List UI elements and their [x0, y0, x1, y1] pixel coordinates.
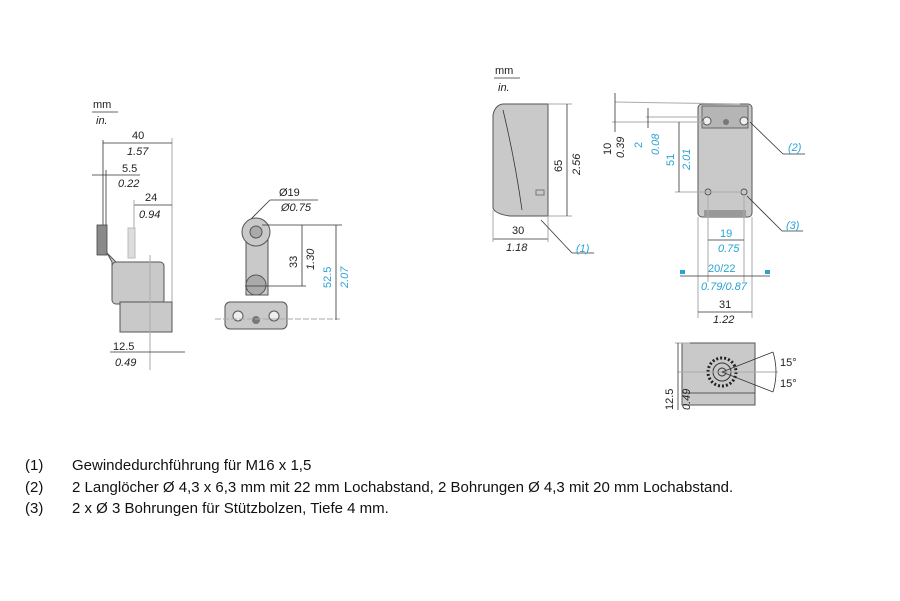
dim-5-5-in: 0.22: [118, 178, 139, 190]
angle-upper: 15°: [780, 357, 797, 369]
angle-lower: 15°: [780, 378, 797, 390]
dim-51: 51: [665, 154, 677, 166]
dim-12-5-in: 0.49: [115, 357, 136, 369]
footnote-text: Gewindedurchführung für M16 x 1,5: [72, 457, 312, 475]
dim-12-5-bottom: 12.5: [664, 389, 676, 410]
dim-33: 33: [288, 256, 300, 268]
footnote-number: (2): [25, 478, 44, 496]
footnote-text: 2 Langlöcher Ø 4,3 x 6,3 mm mit 22 mm Lo…: [72, 478, 734, 496]
dim-2: 2: [633, 142, 645, 148]
bottom-view: 15° 15° 12.5 0.49: [664, 342, 797, 410]
dim-65-in: 2.56: [571, 153, 583, 176]
rear-view: 10 0.39 2 0.08 51 2.01 (2) (3) 19 0.75 2…: [602, 93, 805, 326]
unit-mm: mm: [93, 99, 111, 111]
dim-20-22: 20/22: [708, 263, 736, 275]
unit-in-2: in.: [498, 82, 510, 94]
dim-2-in: 0.08: [650, 133, 662, 155]
dim-24: 24: [145, 192, 157, 204]
footnote-number: (3): [25, 500, 44, 518]
dim-19-in: 0.75: [718, 243, 740, 255]
dim-19: 19: [720, 228, 732, 240]
dim-roller-diameter: Ø19: [279, 187, 300, 199]
dim-33-in: 1.30: [305, 248, 317, 270]
ref-3: (3): [786, 220, 800, 232]
footnote: (3) 2 x Ø 3 Bohrungen für Stützbolzen, Ti…: [25, 498, 733, 520]
dim-65: 65: [553, 160, 565, 172]
ref-2: (2): [788, 142, 802, 154]
dim-51-in: 2.01: [681, 149, 693, 171]
footnotes: (1) Gewindedurchführung für M16 x 1,5 (2)…: [25, 455, 733, 520]
footnote: (1) Gewindedurchführung für M16 x 1,5: [25, 455, 733, 477]
dim-40-in: 1.57: [127, 146, 149, 158]
dim-31-in: 1.22: [713, 314, 734, 326]
unit-in: in.: [96, 115, 108, 127]
dim-12-5-bottom-in: 0.49: [681, 389, 693, 410]
dim-30-in: 1.18: [506, 242, 528, 254]
footnote: (2) 2 Langlöcher Ø 4,3 x 6,3 mm mit 22 mm…: [25, 477, 733, 499]
dim-52-5-in: 2.07: [339, 266, 351, 289]
ref-1: (1): [576, 243, 590, 255]
dim-24-in: 0.94: [139, 209, 160, 221]
front-view: Ø19 Ø0.75 33 1.30 52.5 2.07: [215, 187, 351, 330]
dim-10-in: 0.39: [615, 137, 627, 158]
dim-10: 10: [602, 143, 614, 155]
dim-52-5: 52.5: [322, 267, 334, 288]
footnote-text: 2 x Ø 3 Bohrungen für Stützbolzen, Tiefe…: [72, 500, 389, 518]
footnote-number: (1): [25, 457, 44, 475]
dim-12-5: 12.5: [113, 341, 134, 353]
left-side-view: mm in. 40 1.57 5.5 0.22 24 0.94 12.5 0.4…: [92, 99, 185, 370]
dim-40: 40: [132, 130, 144, 142]
dim-31: 31: [719, 299, 731, 311]
side-view: mm in. 65 2.56 30 1.18 (1): [492, 65, 594, 255]
dim-20-22-in: 0.79/0.87: [701, 281, 748, 293]
dim-roller-diameter-in: Ø0.75: [280, 202, 312, 214]
dim-5-5: 5.5: [122, 163, 137, 175]
dim-30: 30: [512, 225, 524, 237]
unit-mm-2: mm: [495, 65, 513, 77]
